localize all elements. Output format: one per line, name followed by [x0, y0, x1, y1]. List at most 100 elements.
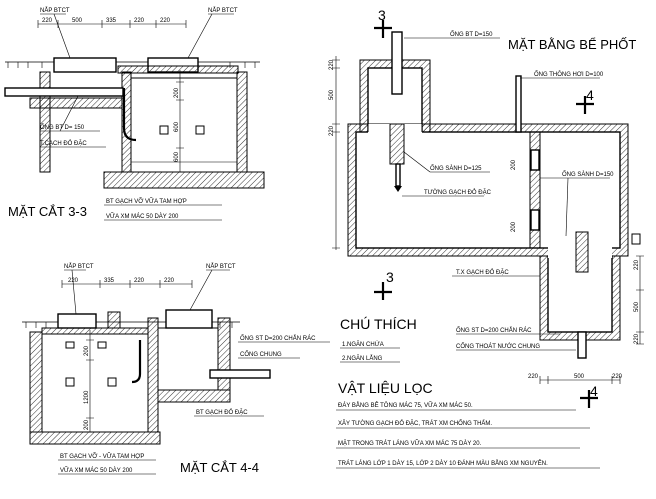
- section-4-4: 220 335 220 220 200 1200 200 NẮP BTCT NẮ…: [22, 262, 330, 475]
- note-1: 1.NGĂN CHỨA: [342, 341, 384, 348]
- dim-label: 1200: [84, 390, 90, 404]
- lid-left: [57, 313, 97, 329]
- dim-label: 500: [634, 301, 640, 312]
- plan-opening: [530, 149, 540, 171]
- dim-label: 200: [174, 87, 180, 98]
- plan-dim-bottom: 220 500 220: [528, 374, 623, 384]
- chamber-settling: [130, 77, 238, 173]
- plan-vent-pipe: [515, 75, 522, 133]
- tee-pipe: [131, 340, 142, 384]
- plan-pipe-d150b: [575, 231, 589, 273]
- dim-label: 500: [72, 18, 83, 24]
- dim-label: 220: [528, 374, 539, 380]
- section-marker-3-bot: 3: [374, 269, 394, 300]
- label-pipe-out: ỐNG ST D=200 CHẮN RÁC: [240, 334, 316, 342]
- dim-label: 220: [634, 333, 640, 344]
- chamber-settling: [157, 327, 219, 391]
- label-base-1: BT GẠCH VỠ - VỮA TAM HỢP: [60, 453, 144, 460]
- plan-dim-right: 220 500 220: [634, 255, 644, 345]
- label-wall-note: TƯỜNG GẠCH ĐỎ ĐẶC: [424, 189, 492, 196]
- roof-slab: [117, 65, 239, 74]
- lid-collar: [107, 311, 121, 329]
- label-base-2: VỮA XM MÁC 50 DÀY 200: [106, 213, 179, 220]
- dim-label: 500: [574, 374, 585, 380]
- label-vent-pipe: ỐNG THÔNG HƠI D=100: [534, 71, 604, 78]
- material-2: XÂY TƯỜNG GẠCH ĐỎ ĐẶC, TRÁT XM CHỐNG THẤ…: [338, 420, 492, 427]
- vent-hole: [159, 125, 169, 135]
- vent-hole: [107, 377, 117, 387]
- section-3-3: 220 500 335 220 220 200 600 600 NẮP BTCT…: [4, 6, 265, 221]
- title-plan: MẶT BẰNG BỂ PHỐT: [508, 37, 636, 52]
- dim-label: 200: [511, 221, 517, 232]
- outlet-pipe: [209, 369, 271, 379]
- dim-label: 335: [104, 278, 115, 284]
- label-pipe-d125: ỐNG SÀNH D=125: [430, 165, 482, 172]
- dim-label: 220: [612, 374, 623, 380]
- plan-opening: [530, 209, 540, 231]
- base-slab: [103, 171, 265, 189]
- dim-label: 220: [329, 59, 335, 70]
- plan-dim-middle: 200 200: [511, 159, 517, 232]
- materials-heading: VẬT LIỆU LỌC: [338, 380, 433, 396]
- dim-label: 220: [164, 278, 175, 284]
- dim-label: 220: [329, 125, 335, 136]
- section-number: 3: [386, 269, 394, 285]
- lid-right: [165, 309, 213, 329]
- label-pipe-st: ỐNG ST D=200 CHẮN RÁC: [456, 326, 532, 334]
- chamber-collection: [41, 333, 149, 433]
- notes-heading: CHÚ THÍCH: [340, 316, 417, 332]
- vent-hole: [97, 341, 107, 349]
- roof-slab: [41, 327, 149, 335]
- plan-inlet-pipe: [391, 31, 403, 95]
- label-lid-left: NẮP BTCT: [40, 6, 70, 14]
- label-pipe-in: ỐNG BT D= 150: [40, 124, 85, 131]
- notes-block: CHÚ THÍCH 1.NGĂN CHỨA 2.NGĂN LẮNG VẬT LI…: [336, 316, 600, 469]
- wall-right: [217, 317, 231, 391]
- dim-label: 600: [174, 121, 180, 132]
- note-2: 2.NGĂN LẮNG: [342, 354, 383, 362]
- section-number: 4: [586, 87, 594, 103]
- wall-right: [236, 71, 248, 173]
- wall-partition: [147, 317, 159, 433]
- dim-top-44: 220 335 220 220: [61, 278, 193, 288]
- dim-label: 200: [84, 419, 90, 430]
- wall-left: [39, 71, 51, 173]
- plan-dim-left: 220 500 220: [329, 56, 340, 250]
- section-number: 4: [590, 383, 598, 399]
- label-sewer: CỐNG CHUNG: [240, 351, 282, 358]
- vent-hole: [65, 377, 75, 387]
- tee-pipe: [122, 88, 137, 142]
- base-slab-right: [157, 389, 231, 403]
- title-section-4-4: MẶT CẮT 4-4: [180, 460, 259, 475]
- inlet-pipe: [4, 87, 124, 97]
- vent-hole: [65, 341, 75, 349]
- title-section-3-3: MẶT CẮT 3-3: [8, 204, 87, 219]
- plan-pipe-drop: [395, 163, 401, 187]
- dim-label: 220: [134, 278, 145, 284]
- section-marker-3-top: 3: [374, 7, 392, 38]
- material-4: TRÁT LÁNG LỚP 1 DÀY 15, LỚP 2 DÀY 10 ĐÁN…: [338, 459, 548, 467]
- ground-ticks: [7, 62, 256, 68]
- label-pipe-d150: ỐNG BT D=150: [450, 31, 493, 38]
- floor-slab-left: [29, 97, 123, 109]
- label-lid-right: NẮP BTCT: [206, 262, 236, 270]
- plan-partition: [529, 131, 541, 249]
- plan-outlet-pipe: [577, 331, 587, 359]
- dim-label: 220: [134, 18, 145, 24]
- base-slab: [29, 431, 161, 445]
- dim-vertical-44: 200 1200 200: [84, 330, 94, 433]
- plan-pipe-d125: [389, 123, 405, 165]
- dim-label: 200: [511, 159, 517, 170]
- dim-label: 335: [106, 18, 117, 24]
- section-number: 3: [378, 7, 386, 23]
- vent-hole: [195, 125, 205, 135]
- dim-label: 200: [84, 345, 90, 356]
- lid-left: [53, 57, 117, 73]
- section-marker-4-top: 4: [576, 87, 594, 114]
- label-pipe-d150b: ỐNG SÀNH D=150: [562, 171, 614, 178]
- section-marker-4-bot: 4: [580, 383, 598, 408]
- label-brick-wall: T.CẠCH ĐỎ ĐẶC: [40, 140, 87, 147]
- dim-label: 220: [160, 18, 171, 24]
- label-lid-left: NẮP BTCT: [64, 262, 94, 270]
